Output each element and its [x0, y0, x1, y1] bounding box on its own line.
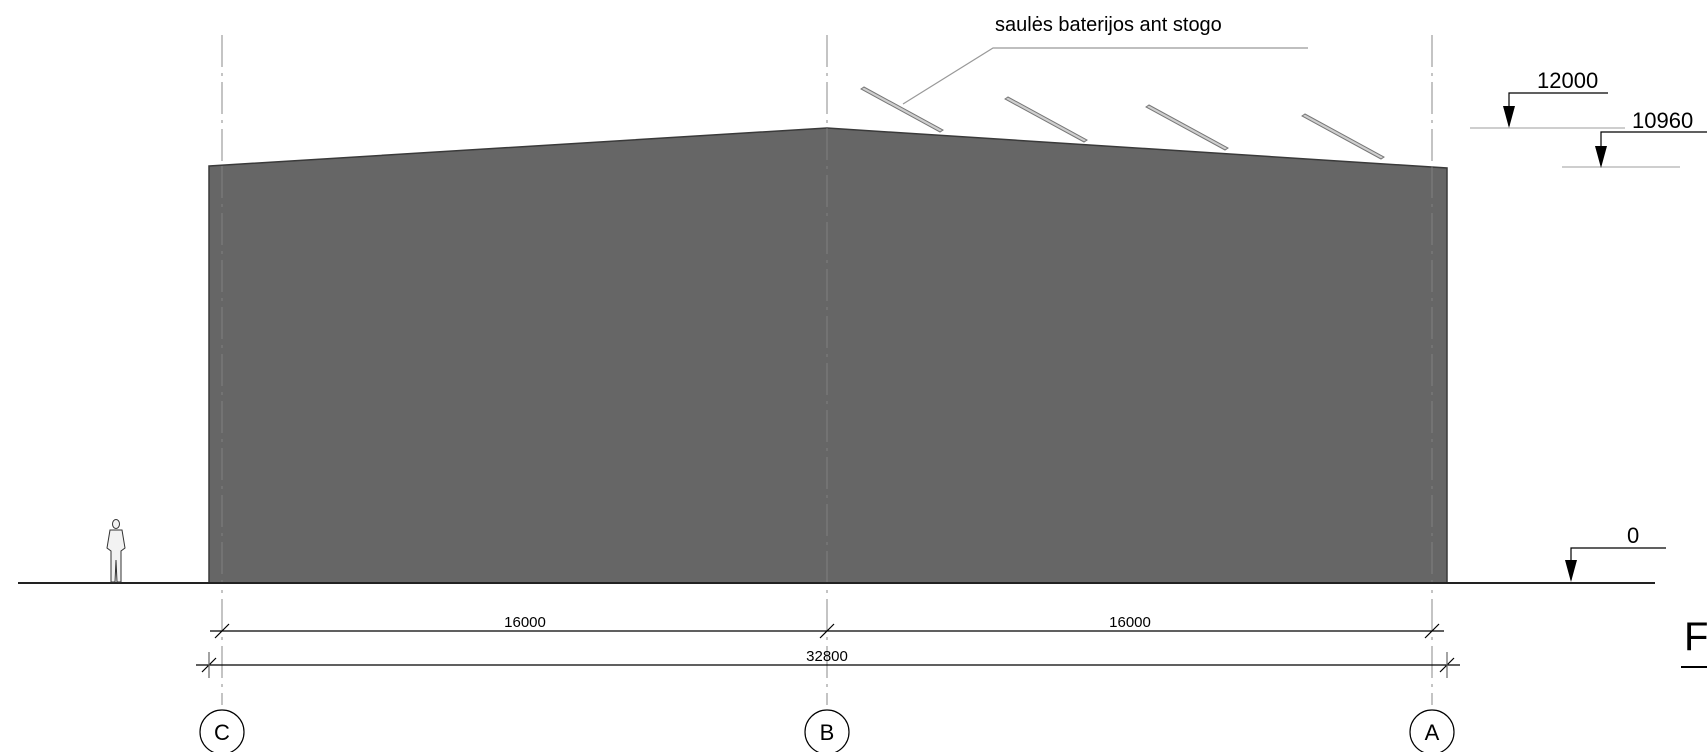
grid-bubble-a: A [1409, 709, 1455, 752]
level-ground: 0 [1565, 523, 1666, 582]
level-label-ground: 0 [1627, 523, 1639, 548]
level-arrow-icon [1503, 106, 1515, 128]
grid-label-c: C [214, 720, 230, 745]
level-arrow-icon [1565, 560, 1577, 582]
solar-panels [860, 86, 1385, 160]
dimension-row-1 [210, 623, 1444, 639]
dimension-row-2 [196, 652, 1460, 678]
dimension-overall: 32800 [806, 648, 848, 665]
solar-note-text: saulės baterijos ant stogo [995, 14, 1222, 36]
solar-panel-3 [1145, 104, 1229, 151]
dimension-span-b-a: 16000 [1109, 614, 1151, 631]
grid-bubble-c: C [199, 709, 245, 752]
level-eave: 10960 [1562, 108, 1707, 168]
level-ridge: 12000 [1470, 68, 1625, 129]
solar-panel-4 [1301, 113, 1385, 160]
building-facade [208, 127, 1448, 584]
solar-note-leader [902, 47, 1308, 105]
dimension-span-c-b: 16000 [504, 614, 546, 631]
title-fragment: F [1684, 615, 1707, 659]
solar-panel-2 [1004, 96, 1088, 143]
solar-panel-1 [860, 86, 944, 133]
level-label-ridge: 12000 [1537, 68, 1598, 93]
level-arrow-icon [1595, 146, 1607, 168]
grid-label-a: A [1425, 720, 1440, 745]
human-figure-icon [106, 519, 126, 583]
grid-label-b: B [820, 720, 835, 745]
level-label-eave: 10960 [1632, 108, 1693, 133]
grid-bubble-b: B [804, 709, 850, 752]
